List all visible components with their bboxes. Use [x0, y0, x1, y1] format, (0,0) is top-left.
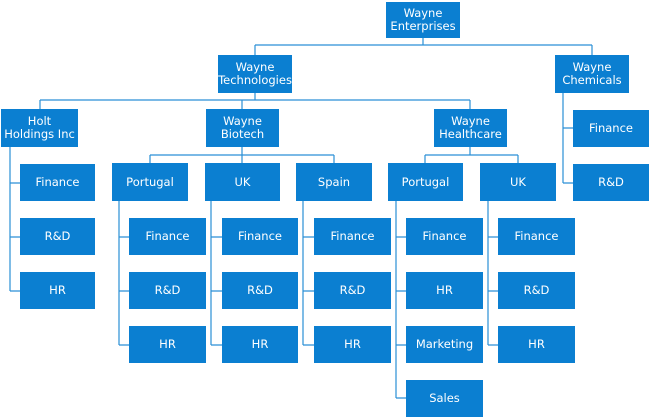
node-biotech-uk: UK	[205, 163, 280, 201]
node-wayne-healthcare: Wayne Healthcare	[434, 109, 507, 147]
node-wayne-technologies: Wayne Technologies	[218, 55, 292, 93]
node-bio-pt-rd: R&D	[129, 272, 206, 309]
node-healthcare-uk: UK	[480, 163, 556, 201]
node-holt-holdings: Holt Holdings Inc	[1, 109, 78, 147]
connector-root	[254, 38, 593, 55]
node-hc-pt-sales: Sales	[406, 380, 483, 417]
connector-biotech	[149, 147, 335, 163]
node-bio-pt-finance: Finance	[129, 218, 206, 255]
node-wayne-enterprises: Wayne Enterprises	[386, 2, 460, 38]
node-chemicals-finance: Finance	[573, 110, 649, 147]
node-bio-es-rd: R&D	[314, 272, 391, 309]
node-hc-uk-hr: HR	[498, 326, 575, 363]
connector-health	[424, 147, 519, 163]
node-bio-uk-hr: HR	[222, 326, 298, 363]
node-healthcare-portugal: Portugal	[388, 163, 463, 201]
connector-chem	[562, 93, 573, 184]
node-holt-hr: HR	[20, 272, 95, 309]
node-biotech-portugal: Portugal	[112, 163, 188, 201]
node-hc-pt-marketing: Marketing	[406, 326, 483, 363]
node-wayne-biotech: Wayne Biotech	[206, 109, 279, 147]
connector-bio-uk	[210, 201, 222, 346]
node-bio-uk-finance: Finance	[222, 218, 298, 255]
node-wayne-chemicals: Wayne Chemicals	[555, 55, 629, 93]
node-hc-pt-hr: HR	[406, 272, 483, 309]
connector-holt	[9, 147, 20, 292]
connector-tech	[39, 93, 471, 109]
node-bio-pt-hr: HR	[129, 326, 206, 363]
node-hc-uk-rd: R&D	[498, 272, 575, 309]
connector-hc-pt	[395, 201, 406, 399]
node-bio-es-finance: Finance	[314, 218, 391, 255]
node-bio-uk-rd: R&D	[222, 272, 298, 309]
node-hc-pt-finance: Finance	[406, 218, 483, 255]
node-chemicals-rd: R&D	[573, 164, 649, 201]
node-holt-rd: R&D	[20, 218, 95, 255]
node-holt-finance: Finance	[20, 164, 95, 201]
node-bio-es-hr: HR	[314, 326, 391, 363]
connector-bio-es	[302, 201, 314, 346]
node-biotech-spain: Spain	[296, 163, 372, 201]
connector-bio-pt	[118, 201, 129, 346]
node-hc-uk-finance: Finance	[498, 218, 575, 255]
connector-hc-uk	[487, 201, 498, 346]
